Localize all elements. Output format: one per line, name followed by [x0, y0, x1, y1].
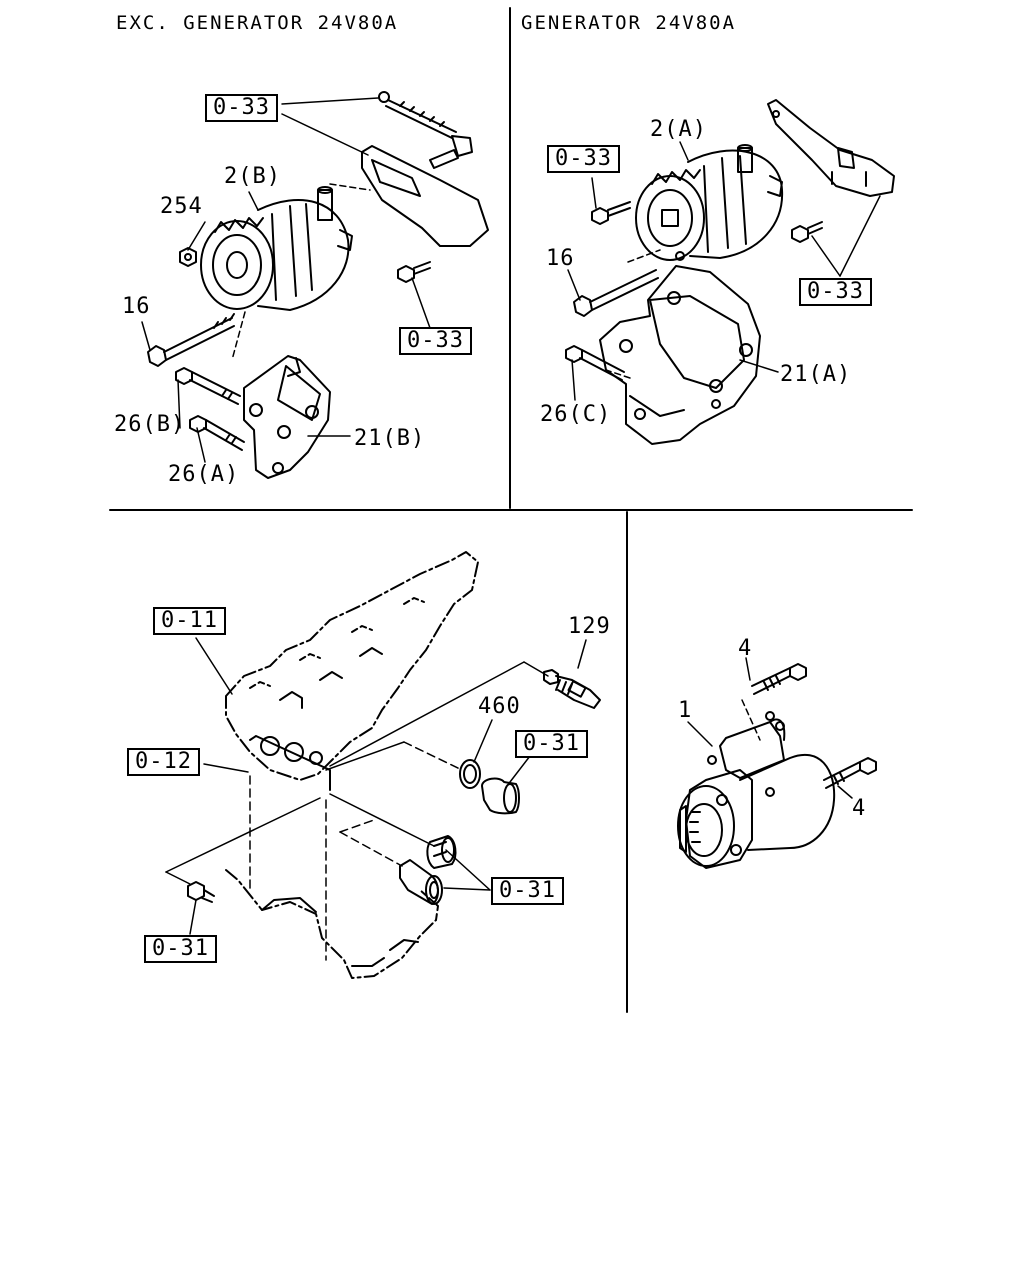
washer-460 — [460, 760, 480, 788]
small-bolt-left — [592, 202, 630, 224]
part-label-26a: 26(A) — [168, 462, 240, 487]
part-label-2a: 2(A) — [650, 117, 707, 142]
leader-lines — [166, 638, 586, 960]
bolt-16 — [148, 314, 234, 366]
ref-label-0-31: 0-31 — [491, 877, 564, 905]
panel-title-exc-generator: EXC. GENERATOR 24V80A — [116, 12, 399, 34]
upper-bracket-a — [768, 100, 894, 196]
part-label-4: 4 — [738, 636, 753, 661]
leader-lines — [142, 98, 430, 462]
part-label-21a: 21(A) — [780, 362, 852, 387]
plug-upper — [482, 779, 519, 814]
alternator-a — [636, 145, 782, 260]
ref-label-0-33: 0-33 — [399, 327, 472, 355]
panel-title-generator: GENERATOR 24V80A — [521, 12, 737, 34]
bottom-right-assembly — [678, 658, 876, 868]
part-label-26c: 26(C) — [540, 402, 612, 427]
part-label-16: 16 — [546, 246, 575, 271]
ref-label-0-33: 0-33 — [547, 145, 620, 173]
leader-lines — [688, 658, 852, 798]
adjust-bracket — [362, 136, 488, 246]
bolt-26b — [176, 368, 240, 404]
ref-label-0-33: 0-33 — [205, 94, 278, 122]
part-label-4: 4 — [852, 796, 867, 821]
sensor-129 — [544, 670, 600, 708]
alternator-b — [201, 187, 352, 310]
ref-label-0-12: 0-12 — [127, 748, 200, 776]
bolt-26a — [190, 416, 244, 450]
ref-label-0-31: 0-31 — [515, 730, 588, 758]
top-right-assembly — [566, 100, 894, 444]
part-label-16: 16 — [122, 294, 151, 319]
small-bolt-right — [398, 262, 430, 282]
bolt-16 — [574, 270, 658, 316]
part-label-2b: 2(B) — [224, 164, 281, 189]
adjust-bolt — [379, 92, 456, 138]
part-label-21b: 21(B) — [354, 426, 426, 451]
bolt-4-right — [824, 758, 876, 788]
bracket-21a — [600, 266, 760, 444]
starter-motor — [678, 712, 834, 868]
nut-254 — [180, 248, 196, 266]
plug-middle — [427, 836, 455, 868]
ref-label-0-31: 0-31 — [144, 935, 217, 963]
bolt-26c — [566, 346, 624, 380]
small-bolt-right — [792, 222, 822, 242]
engine-block — [226, 552, 478, 978]
ref-label-0-11: 0-11 — [153, 607, 226, 635]
part-label-129: 129 — [568, 614, 611, 639]
bolt-4-top — [752, 664, 806, 694]
panel-dividers — [110, 8, 912, 1012]
top-left-assembly — [142, 92, 488, 478]
ref-label-0-33: 0-33 — [799, 278, 872, 306]
bracket-21b — [244, 356, 330, 478]
sleeve-plug — [400, 860, 442, 904]
part-label-1: 1 — [678, 698, 693, 723]
part-label-26b: 26(B) — [114, 412, 186, 437]
leader-lines — [568, 142, 880, 400]
part-label-460: 460 — [478, 694, 521, 719]
part-label-254: 254 — [160, 194, 203, 219]
bottom-left-assembly — [166, 552, 600, 978]
drain-plug — [188, 882, 214, 902]
